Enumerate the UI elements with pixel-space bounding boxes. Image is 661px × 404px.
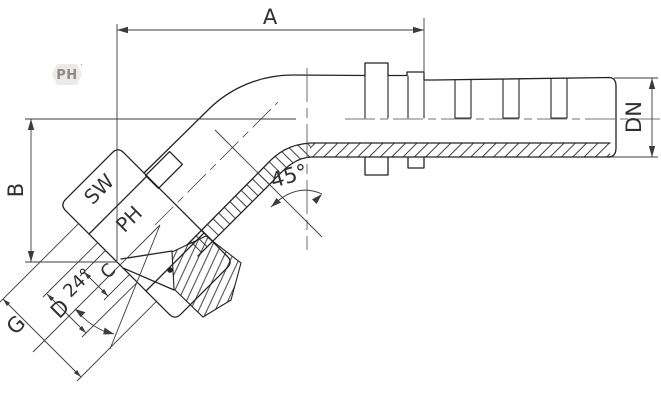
dim-d: [42, 242, 138, 338]
bore-inner-line: [186, 142, 611, 246]
watermark: PH ’: [52, 63, 83, 85]
watermark-text: PH: [56, 68, 77, 83]
nipple-section-hatch: [171, 235, 242, 318]
watermark-tick: ’: [80, 63, 83, 72]
nut-hex-flat-upper: [88, 175, 148, 235]
collar-outline: [144, 150, 184, 190]
dim-angle-45: [214, 129, 323, 238]
dim-a: [116, 18, 425, 261]
label-dim-b: B: [4, 183, 28, 197]
tube-outer-profile: [143, 62, 617, 174]
nut-hex-flat-lower: [145, 232, 205, 292]
label-wrench-sw: SW: [79, 169, 119, 209]
label-cone-angle: 24°: [59, 264, 96, 301]
dim-c: [79, 250, 130, 301]
bottom-collar-tooth-2: [407, 156, 425, 169]
o-ring-dot: [167, 267, 173, 273]
label-layer: A B DN 45° 24° C D G SW PH: [2, 5, 646, 339]
barb-grooves: [364, 75, 568, 119]
centerlines: [154, 68, 660, 250]
dim-dn: [610, 77, 658, 158]
cone-line-lower: [122, 267, 175, 291]
label-dim-a: A: [263, 5, 278, 29]
label-thread-g: G: [2, 311, 30, 339]
hose-tail-wall-hatch: [310, 143, 610, 157]
bottom-collar-tooth-1: [364, 156, 389, 176]
nut-outline: [62, 149, 231, 318]
dim-g: [0, 223, 157, 382]
watermark-badge: [52, 64, 82, 85]
outer-bottom-line: [197, 156, 611, 257]
section-hatching: [171, 143, 610, 318]
label-dim-c: C: [96, 259, 120, 283]
dimension-layer: [0, 18, 658, 382]
fitting-outline: [62, 62, 617, 318]
elbow-wall-hatch: [187, 143, 312, 256]
label-bore-dn: DN: [622, 101, 646, 133]
cone-line-upper: [120, 250, 173, 260]
elbow-axis-centerline: [154, 101, 279, 226]
